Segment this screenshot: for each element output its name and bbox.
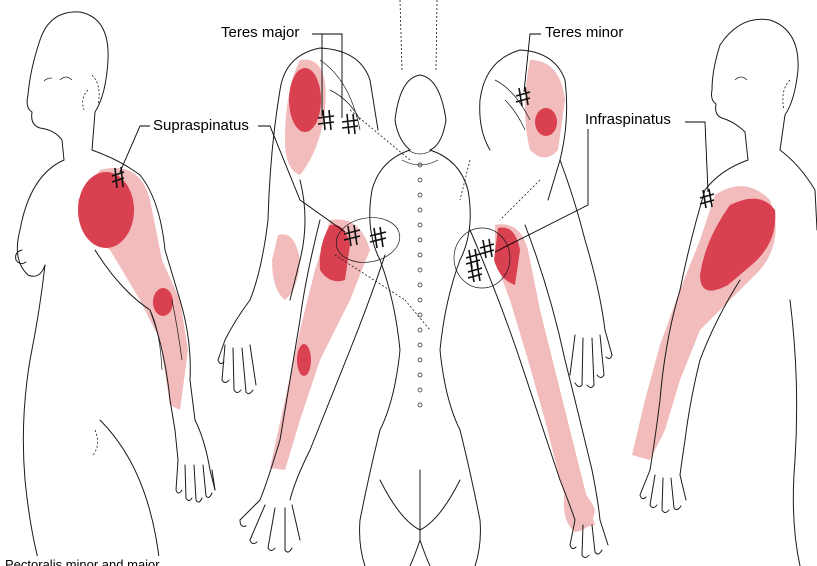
label-infraspinatus: Infraspinatus [584,111,672,129]
label-teres-minor: Teres minor [544,24,624,42]
right-figure [632,19,817,566]
cl-referral-light-forearm [272,234,300,300]
cl-referral-dark-forearm [297,344,311,376]
label-supraspinatus: Supraspinatus [152,117,250,135]
left-referral-dark-elbow [153,288,173,316]
left-referral-dark-shoulder [78,172,134,248]
spine-markers [418,163,422,407]
label-pectoralis: Pectoralis minor and major [4,556,161,566]
center-back-torso [360,0,481,566]
leader-lines [120,34,708,252]
cl-referral-dark-upper [289,68,321,132]
left-figure [16,12,215,566]
label-teres-major: Teres major [220,24,300,42]
cr-referral-dark-upper [535,108,557,136]
